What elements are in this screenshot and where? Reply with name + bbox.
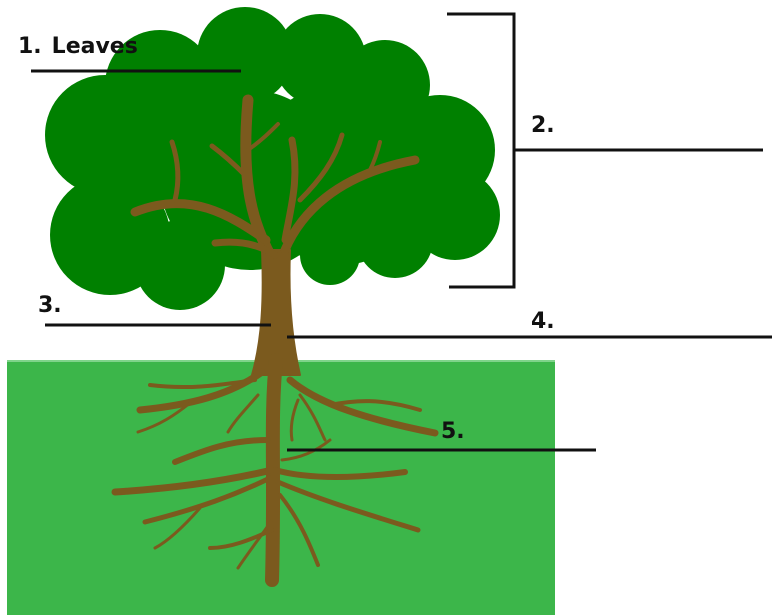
label-2: 2. <box>531 115 565 137</box>
label-5: 5. <box>441 421 475 443</box>
label-1-answer: Leaves <box>51 34 138 59</box>
tree-roots <box>111 353 439 587</box>
label-1: 1. Leaves <box>18 36 138 58</box>
label-4: 4. <box>531 311 565 333</box>
tree-trunk <box>130 94 420 376</box>
label-4-number: 4. <box>531 309 555 334</box>
label-lines <box>31 12 772 452</box>
label-5-number: 5. <box>441 419 465 444</box>
label-2-number: 2. <box>531 113 555 138</box>
label-3-number: 3. <box>38 293 62 318</box>
ground <box>7 360 555 615</box>
label-1-number: 1. <box>18 34 42 59</box>
label-3: 3. <box>38 295 72 317</box>
